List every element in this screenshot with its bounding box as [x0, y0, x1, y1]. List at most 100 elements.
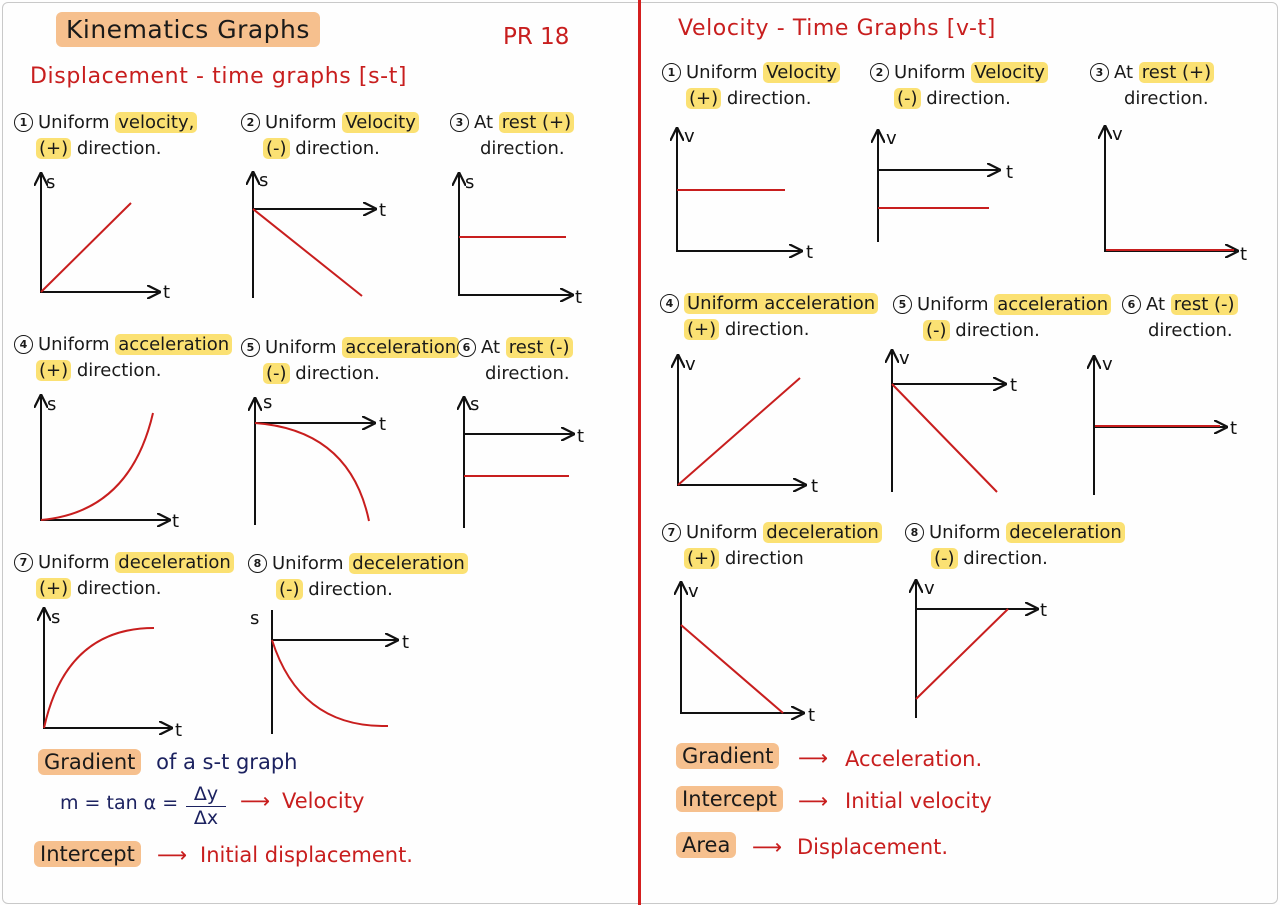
- vt-area-arrow: ⟶: [752, 835, 783, 859]
- st-graph-5: s t: [255, 392, 386, 525]
- vt-graph-1-axes: [677, 130, 800, 251]
- vt-graph-6: v t: [1094, 354, 1237, 495]
- st-graph-3-y-label: s: [465, 172, 474, 193]
- st-graph-7: s t: [44, 607, 182, 741]
- vt-area-result: Displacement.: [797, 835, 949, 859]
- st-graphs: s t s t s t s t s: [0, 170, 584, 741]
- vt-graph-8: v t: [916, 578, 1047, 718]
- vt-graph-7-line: [680, 624, 784, 714]
- vt-graph-2-y-label: v: [886, 128, 897, 149]
- vt-gradient-arrow: ⟶: [798, 746, 829, 770]
- vt-graph-5-x-label: t: [1010, 375, 1017, 396]
- st-graph-8-x-label: t: [402, 632, 409, 653]
- st-graph-7-x-label: t: [175, 720, 182, 741]
- vt-graph-3: v t: [1105, 124, 1247, 265]
- st-graph-6: s t: [464, 394, 584, 528]
- st-graph-1-x-label: t: [163, 282, 170, 303]
- st-formula-fraction: Δy Δx: [186, 783, 226, 829]
- vt-area-label: Area: [676, 832, 737, 858]
- vt-graph-8-y-label: v: [924, 578, 935, 599]
- st-graph-4-x-label: t: [172, 511, 179, 532]
- st-graph-2: s t: [253, 170, 386, 298]
- vt-graph-4: v t: [678, 354, 818, 497]
- vt-graph-6-x-label: t: [1230, 418, 1237, 439]
- vt-graph-1: v t: [677, 126, 813, 263]
- st-formula-arrow: ⟶: [240, 789, 271, 813]
- st-graph-8: s t: [250, 608, 409, 734]
- vt-graph-2-x-label: t: [1006, 162, 1013, 183]
- vt-graph-7-x-label: t: [808, 705, 815, 726]
- vt-graph-7-axes: [681, 584, 802, 713]
- st-intercept-arrow: ⟶: [157, 843, 188, 867]
- st-graph-3-x-label: t: [575, 287, 582, 308]
- vt-graph-3-y-label: v: [1112, 124, 1123, 145]
- st-intercept-label: Intercept: [34, 841, 141, 867]
- vt-graph-4-x-label: t: [811, 476, 818, 497]
- st-graph-4-curve: [40, 412, 154, 521]
- st-intercept-row: Intercept: [34, 841, 141, 867]
- vt-graphs: v t v t v t v t v: [640, 124, 1247, 726]
- vt-graph-5-y-label: v: [899, 348, 910, 369]
- vt-graph-5-line: [891, 383, 998, 493]
- st-graph-8-curve: [271, 639, 389, 728]
- st-graph-5-x-label: t: [379, 414, 386, 435]
- st-graph-5-y-label: s: [263, 392, 272, 413]
- vt-gradient-label: Gradient: [676, 743, 780, 769]
- vt-graph-3-axes: [1105, 128, 1236, 251]
- vt-intercept-result: Initial velocity: [845, 789, 992, 813]
- st-graph-7-y-label: s: [51, 607, 60, 628]
- st-graph-6-x-label: t: [577, 426, 584, 447]
- st-graph-6-y-label: s: [470, 394, 479, 415]
- st-graph-5-curve: [254, 422, 370, 522]
- st-graph-4: s t: [41, 394, 179, 532]
- st-item-number: 1: [14, 113, 33, 132]
- st-graph-7-curve: [43, 627, 155, 729]
- vt-graph-1-x-label: t: [806, 242, 813, 263]
- center-divider: [638, 0, 641, 905]
- vt-intercept-label: Intercept: [676, 786, 783, 812]
- page-reference: PR 18: [503, 24, 570, 50]
- st-formula-left: m = tan α =: [60, 792, 179, 814]
- vt-area-row: Area: [676, 832, 737, 858]
- st-item-number: 3: [450, 113, 469, 132]
- vt-graph-1-y-label: v: [684, 126, 695, 147]
- st-graph-8-y-label: s: [250, 608, 259, 629]
- st-formula-denominator: Δx: [186, 806, 226, 829]
- st-graph-3: s t: [459, 172, 582, 308]
- vt-graph-7-y-label: v: [688, 581, 699, 602]
- vt-graph-7: v t: [681, 581, 815, 726]
- st-item-number: 7: [14, 553, 33, 572]
- st-item-number: 8: [248, 554, 267, 573]
- st-graph-2-x-label: t: [379, 200, 386, 221]
- st-gradient-label: Gradient: [38, 749, 142, 775]
- vt-graph-4-y-label: v: [685, 354, 696, 375]
- vt-graph-3-x-label: t: [1240, 244, 1247, 265]
- st-formula-numerator: Δy: [193, 783, 219, 805]
- vt-gradient-result: Acceleration.: [845, 747, 983, 771]
- vt-intercept-arrow: ⟶: [798, 789, 829, 813]
- st-item-number: 5: [241, 338, 260, 357]
- vt-intercept-row: Intercept: [676, 786, 783, 812]
- vt-graph-8-x-label: t: [1040, 600, 1047, 621]
- st-formula-result: Velocity: [282, 789, 365, 813]
- vt-graph-5: v t: [891, 348, 1017, 493]
- st-graph-4-y-label: s: [47, 394, 56, 415]
- st-graph-2-line: [252, 208, 363, 297]
- vt-graph-4-axes: [678, 357, 804, 485]
- vt-gradient-row: Gradient: [676, 743, 780, 769]
- vt-graph-2: v t: [878, 128, 1013, 242]
- vt-graph-8-line: [915, 608, 1009, 700]
- st-gradient-row: Gradient of a s-t graph: [38, 749, 298, 775]
- st-gradient-text: of a s-t graph: [156, 750, 298, 774]
